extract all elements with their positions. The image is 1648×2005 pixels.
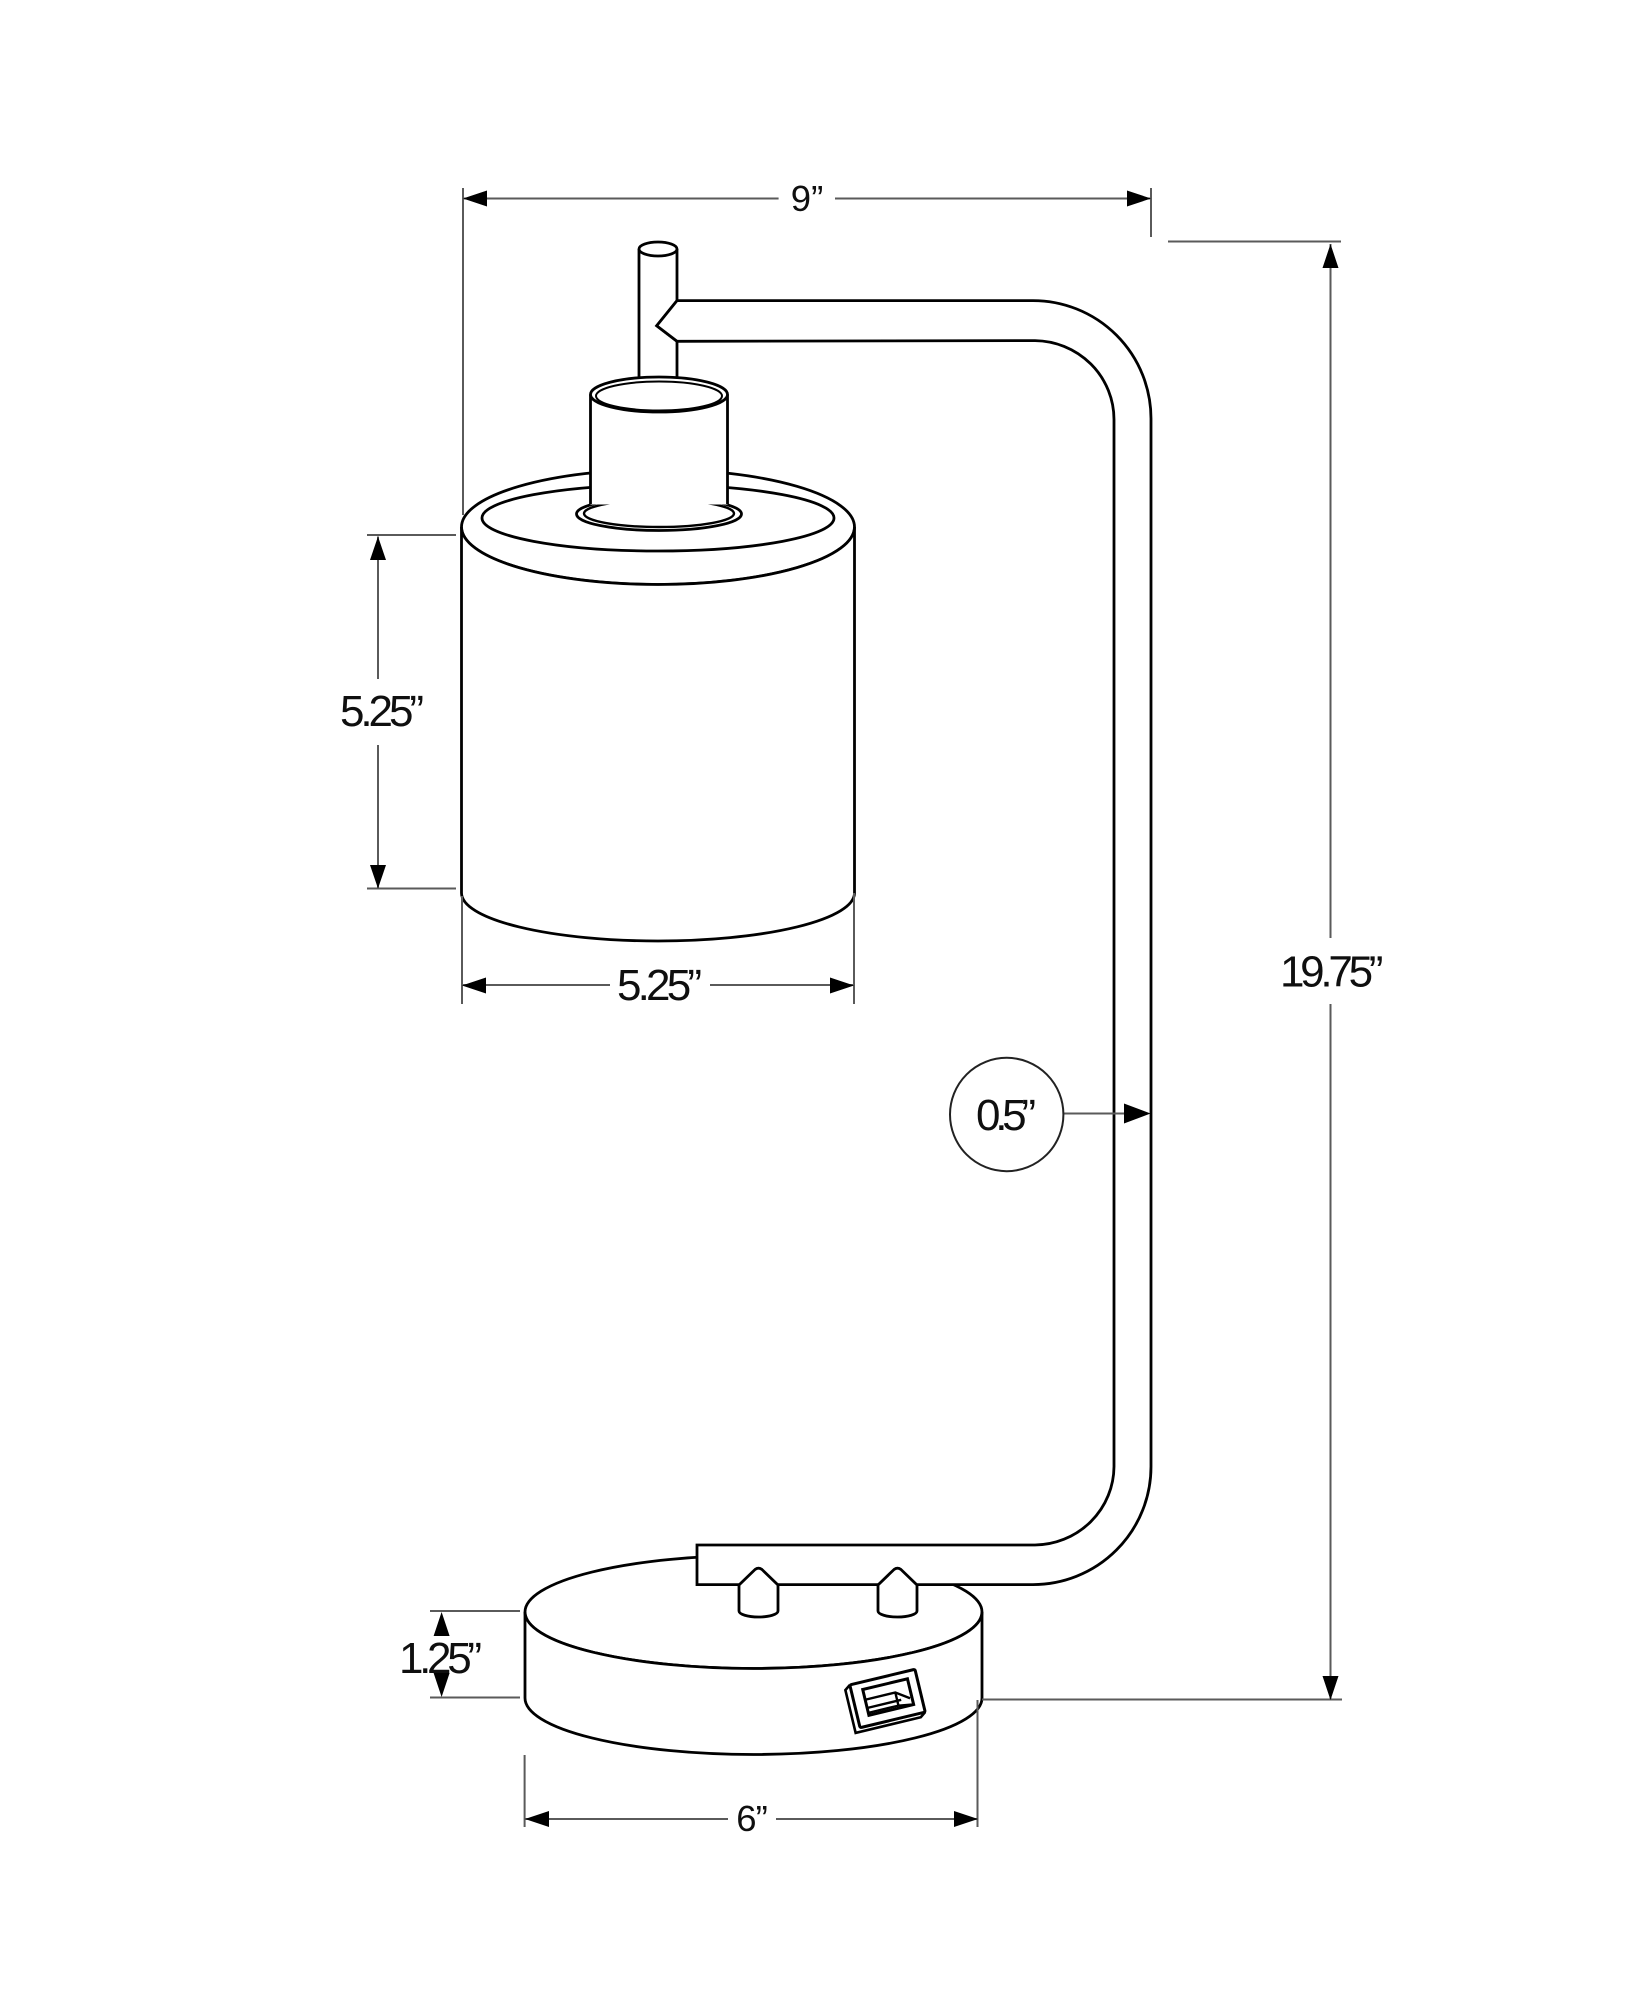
svg-text:19.75”: 19.75” bbox=[1280, 948, 1384, 997]
svg-text:6”: 6” bbox=[736, 1798, 768, 1839]
svg-text:1.25”: 1.25” bbox=[399, 1634, 482, 1683]
svg-text:5.25”: 5.25” bbox=[617, 961, 702, 1010]
svg-text:9”: 9” bbox=[791, 178, 824, 219]
svg-text:0.5”: 0.5” bbox=[976, 1091, 1036, 1140]
svg-text:5.25”: 5.25” bbox=[340, 687, 424, 736]
